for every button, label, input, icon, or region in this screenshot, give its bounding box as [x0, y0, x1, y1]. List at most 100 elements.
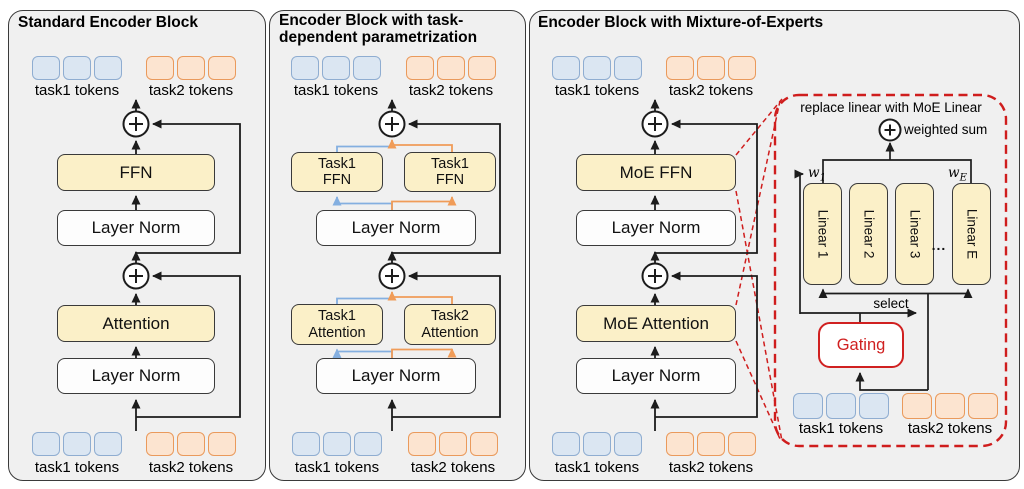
token: [902, 393, 932, 419]
task1-token-row: [32, 56, 122, 80]
linear-expert-label: Linear 1: [815, 209, 830, 259]
linear-expert-label: Linear 3: [907, 209, 922, 259]
token: [728, 432, 756, 456]
task2-ffn-box: Task1 FFN: [404, 152, 496, 192]
token: [322, 56, 350, 80]
token: [614, 56, 642, 80]
plus-circle-icon: [378, 262, 406, 290]
token: [177, 432, 205, 456]
task2-token-row: [146, 56, 236, 80]
weight-w1-label: w1: [808, 165, 826, 184]
task1-ffn-label: Task1 FFN: [318, 155, 356, 188]
layer-norm-box: Layer Norm: [316, 358, 476, 394]
gating-box: Gating: [818, 322, 904, 368]
plus-circle-icon: [641, 110, 669, 138]
weighted-sum-label: weighted sum: [904, 122, 988, 137]
token: [292, 432, 320, 456]
linear-expert-box: Linear 3: [895, 183, 934, 285]
task2-token-row: [666, 56, 756, 80]
task1-token-row: [292, 432, 382, 456]
token: [697, 56, 725, 80]
panel1-wires: [131, 99, 241, 431]
token: [94, 432, 122, 456]
token: [552, 56, 580, 80]
token: [583, 432, 611, 456]
panel-title: Encoder Block with task-dependent parame…: [279, 12, 478, 47]
linear-expert-box: Linear 1: [803, 183, 842, 285]
w1-base: w: [808, 165, 820, 181]
token: [146, 432, 174, 456]
task2-token-row: [666, 432, 756, 456]
task1-attention-box: Task1 Attention: [291, 304, 383, 345]
token: [408, 432, 436, 456]
task2-token-row: [408, 432, 498, 456]
plus-circle-icon: [378, 110, 406, 138]
task2-tokens-label: task2 tokens: [907, 420, 993, 437]
task2-token-row: [146, 432, 236, 456]
task2-token-row: [902, 393, 998, 419]
ellipsis-label: ...: [931, 237, 947, 253]
token: [353, 56, 381, 80]
linear-expert-label: Linear E: [964, 208, 979, 260]
token: [666, 56, 694, 80]
token: [968, 393, 998, 419]
task1-tokens-label: task1 tokens: [34, 459, 120, 476]
token: [826, 393, 856, 419]
task1-tokens-label: task1 tokens: [554, 459, 640, 476]
task2-attention-label: Task2 Attention: [421, 308, 479, 341]
plus-circle-icon: [878, 118, 902, 142]
moe-attention-box: MoE Attention: [576, 305, 736, 342]
panel-title: Standard Encoder Block: [18, 14, 199, 31]
token: [208, 56, 236, 80]
layer-norm-box: Layer Norm: [57, 358, 215, 394]
task1-ffn-box: Task1 FFN: [291, 152, 383, 192]
task1-token-row: [552, 56, 642, 80]
wE-base: w: [948, 165, 960, 181]
wE-sub: E: [959, 172, 967, 184]
token: [146, 56, 174, 80]
token: [354, 432, 382, 456]
token: [583, 56, 611, 80]
panel-title: Encoder Block with Mixture-of-Experts: [538, 14, 824, 31]
task1-attention-label: Task1 Attention: [308, 308, 366, 341]
task1-token-row: [793, 393, 889, 419]
layer-norm-box: Layer Norm: [576, 210, 736, 246]
panel3-wires: [650, 99, 758, 431]
task2-tokens-label: task2 tokens: [668, 82, 754, 99]
token: [793, 393, 823, 419]
panel2-task2-wires: [387, 139, 457, 358]
task1-tokens-label: task1 tokens: [34, 82, 120, 99]
linear-expert-label: Linear 2: [861, 209, 876, 259]
panel2-wires: [387, 99, 501, 431]
ffn-box: FFN: [57, 154, 215, 191]
token: [728, 56, 756, 80]
plus-circle-icon: [122, 262, 150, 290]
token: [697, 432, 725, 456]
token: [470, 432, 498, 456]
attention-box: Attention: [57, 305, 215, 342]
layer-norm-box: Layer Norm: [57, 210, 215, 246]
plus-circle-icon: [641, 262, 669, 290]
linear-expert-box: Linear E: [952, 183, 991, 285]
token: [406, 56, 434, 80]
task1-token-row: [291, 56, 381, 80]
token: [439, 432, 467, 456]
task2-token-row: [406, 56, 496, 80]
moe-zoom-lens-lines: [735, 93, 1008, 448]
task2-tokens-label: task2 tokens: [148, 459, 234, 476]
task2-tokens-label: task2 tokens: [410, 459, 496, 476]
detail-caption: replace linear with MoE Linear: [800, 100, 982, 115]
task2-tokens-label: task2 tokens: [668, 459, 754, 476]
token: [935, 393, 965, 419]
token: [666, 432, 694, 456]
task2-ffn-label: Task1 FFN: [431, 155, 469, 188]
token: [63, 432, 91, 456]
task1-tokens-label: task1 tokens: [293, 82, 379, 99]
weight-wE-label: wE: [948, 165, 967, 184]
token: [32, 432, 60, 456]
plus-circle-icon: [122, 110, 150, 138]
task1-tokens-label: task1 tokens: [798, 420, 884, 437]
select-label: select: [873, 296, 909, 311]
